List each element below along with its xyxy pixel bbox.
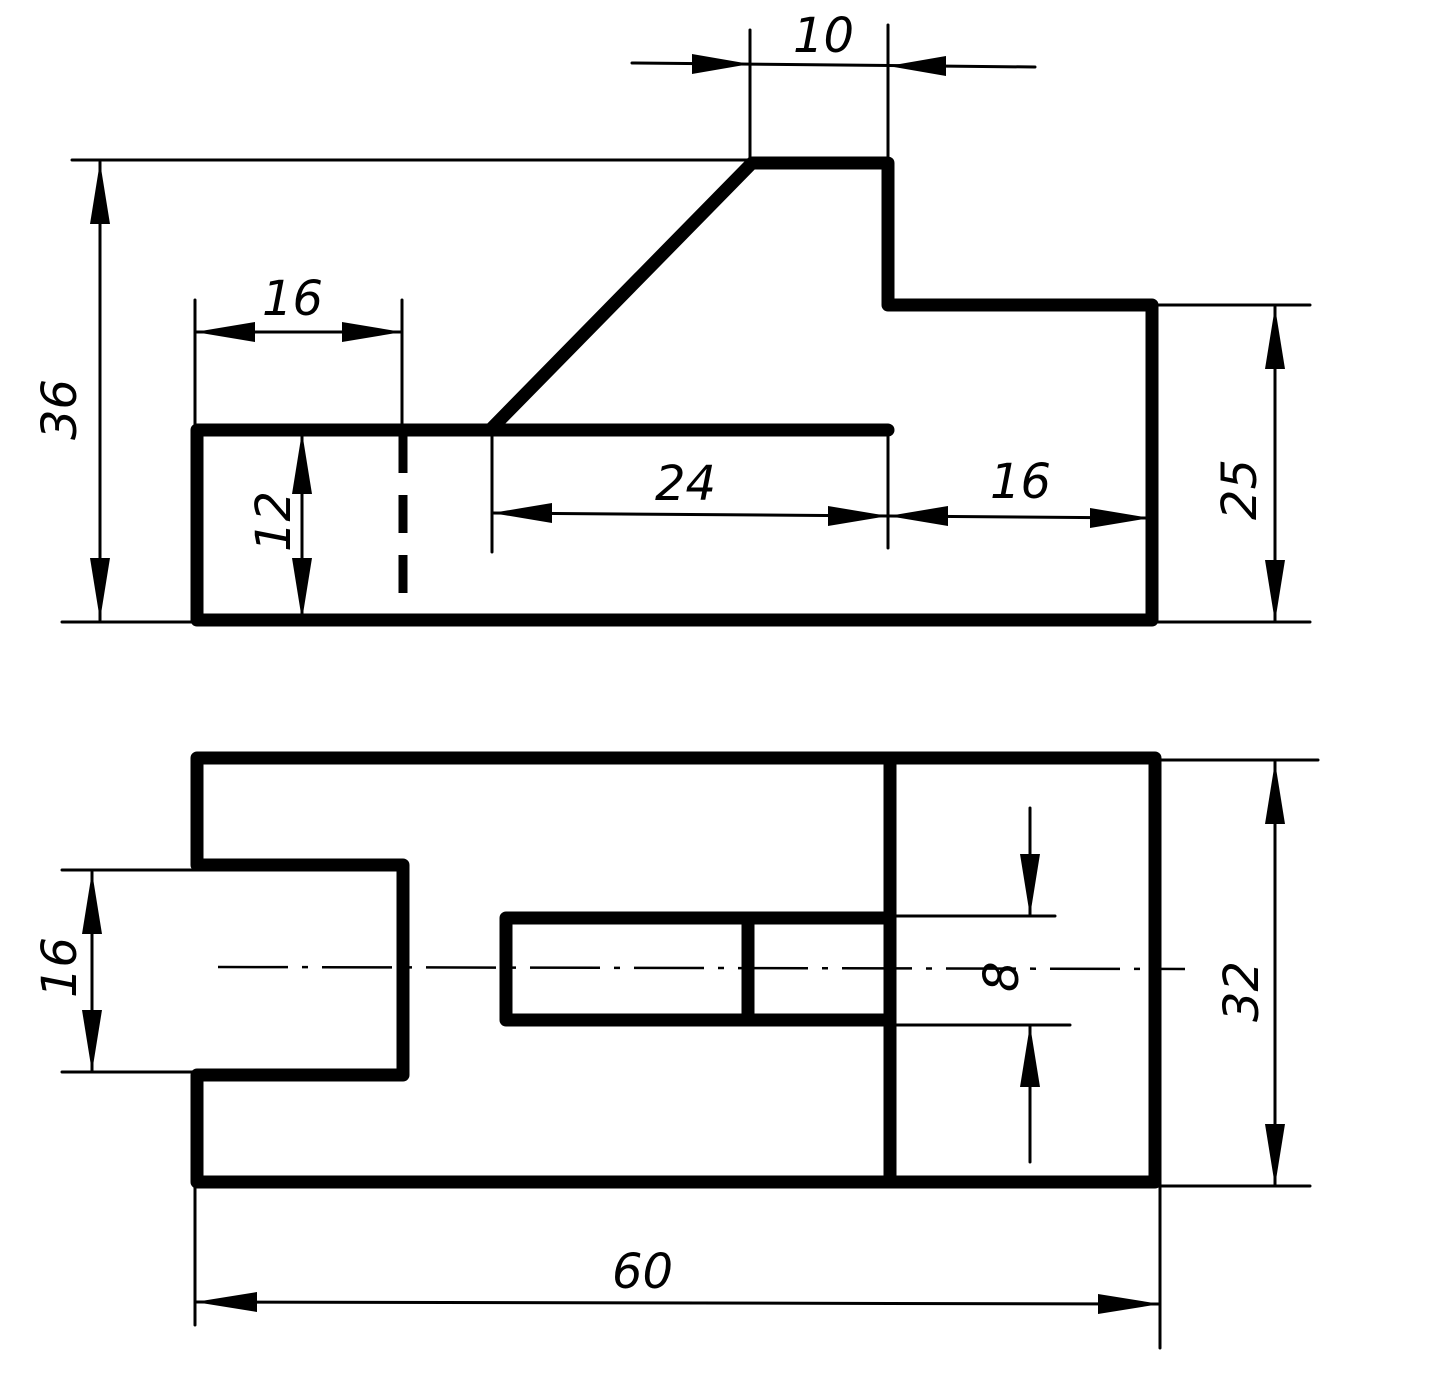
top-view: 16 8 32 60 xyxy=(32,751,1320,1350)
front-view: 10 36 16 12 24 16 25 xyxy=(32,8,1312,627)
dim-line-24 xyxy=(490,511,890,518)
center-line xyxy=(217,965,1186,971)
arrow-16-step-left xyxy=(195,322,255,342)
arrow-16-right-right xyxy=(1090,508,1150,528)
dim-label-12: 12 xyxy=(246,491,302,552)
dim-label-32: 32 xyxy=(1214,961,1270,1022)
arrow-60-left xyxy=(195,1292,257,1312)
dim-label-16-tab: 16 xyxy=(32,937,88,998)
arrow-25-bottom xyxy=(1265,560,1285,622)
arrow-36-bottom xyxy=(90,558,110,620)
arrow-60-right xyxy=(1098,1294,1160,1314)
dim-label-10: 10 xyxy=(793,8,854,64)
arrow-16-right-left xyxy=(888,506,948,526)
dim-label-16-right: 16 xyxy=(990,454,1051,510)
slot-outline xyxy=(499,911,897,1027)
arrow-36-top xyxy=(90,162,110,224)
dim-label-60: 60 xyxy=(612,1244,673,1300)
arrow-25-top xyxy=(1265,307,1285,369)
arrow-16-tab-bottom xyxy=(82,1010,102,1072)
arrow-24-right xyxy=(828,506,888,526)
dim-label-24: 24 xyxy=(655,456,716,512)
arrow-8-bottom xyxy=(1020,1025,1040,1087)
dim-label-25: 25 xyxy=(1212,459,1268,520)
arrow-12-bottom xyxy=(292,558,312,620)
arrow-24-left xyxy=(492,503,552,523)
dim-line-60 xyxy=(193,1300,1162,1306)
dim-label-16-step: 16 xyxy=(262,271,323,327)
dim-label-8: 8 xyxy=(974,961,1030,992)
arrow-12-top xyxy=(292,432,312,494)
arrow-10-right xyxy=(888,56,946,76)
top-view-outline xyxy=(190,751,1162,1189)
arrow-32-top xyxy=(1265,762,1285,824)
arrow-16-step-right xyxy=(342,322,402,342)
dim-label-36: 36 xyxy=(32,379,88,440)
arrow-8-top xyxy=(1020,854,1040,916)
front-view-outline xyxy=(190,156,1159,627)
arrow-16-tab-top xyxy=(82,872,102,934)
arrow-32-bottom xyxy=(1265,1124,1285,1186)
arrow-10-left xyxy=(692,54,750,74)
